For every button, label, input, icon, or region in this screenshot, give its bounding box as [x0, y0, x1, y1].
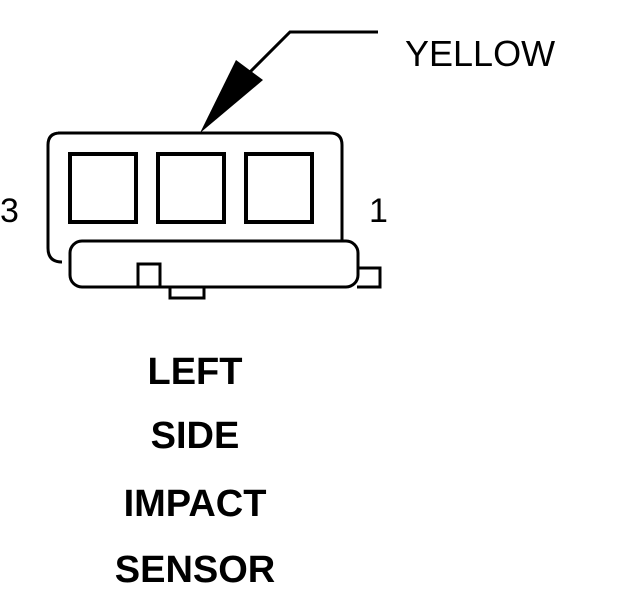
terminal-cavity-1 [244, 152, 314, 224]
connector-tab-left [136, 262, 162, 287]
component-title-line-4: SENSOR [114, 549, 276, 591]
connector-tab-bottom [168, 287, 206, 300]
terminal-cavity-2 [156, 152, 226, 224]
callout-leader-line [230, 30, 378, 92]
component-title-line-2: SIDE [150, 415, 240, 457]
callout-arrowhead [200, 60, 263, 133]
component-title-line-1: LEFT [147, 351, 243, 393]
connector-housing [46, 131, 344, 264]
connector-lock-bar [68, 239, 360, 289]
pin-label-left: 3 [0, 192, 19, 230]
terminal-cavity-3 [68, 152, 138, 224]
pin-label-right: 1 [369, 192, 388, 230]
component-title-line-3: IMPACT [123, 483, 267, 525]
callout-label: YELLOW [405, 33, 555, 74]
connector-tab-right [357, 266, 382, 289]
